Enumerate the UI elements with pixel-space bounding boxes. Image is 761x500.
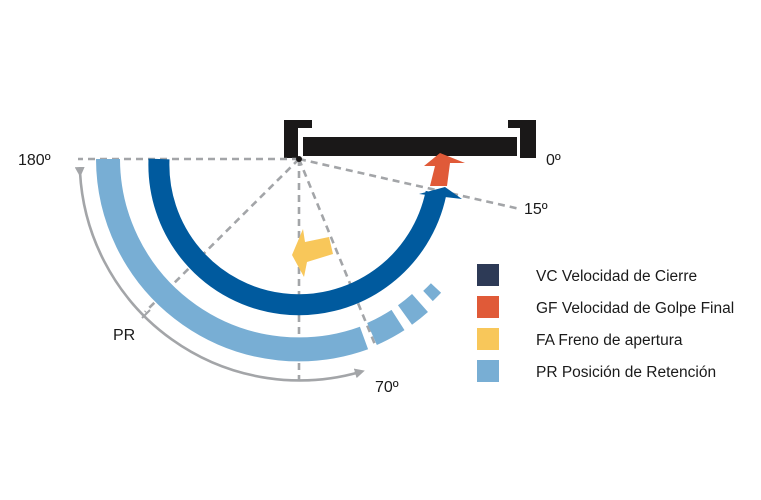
pr-label: PR	[113, 327, 135, 344]
angle-15-label: 15º	[524, 201, 548, 218]
pr-tick	[141, 309, 151, 319]
vc-arrowhead-icon	[419, 187, 462, 199]
angle-180-label: 180º	[18, 152, 51, 169]
pivot-point	[296, 156, 302, 162]
door-frame	[284, 120, 536, 158]
legend-label-pr: PR Posición de Retención	[536, 364, 716, 381]
legend-swatch-pr	[477, 360, 499, 382]
legend-label-gf: GF Velocidad de Golpe Final	[536, 300, 734, 317]
legend-swatch-fa	[477, 328, 499, 350]
pr-span-arrow	[74, 166, 365, 382]
legend-swatch-vc	[477, 264, 499, 286]
gf-arrow-icon	[424, 153, 465, 186]
legend: VC Velocidad de Cierre GF Velocidad de G…	[477, 264, 734, 382]
angle-70-label: 70º	[375, 379, 399, 396]
legend-swatch-gf	[477, 296, 499, 318]
legend-label-fa: FA Freno de apertura	[536, 332, 683, 349]
door-leaf	[303, 137, 517, 156]
angle-0-label: 0º	[546, 152, 561, 169]
pr-hold-dashes	[366, 283, 442, 345]
legend-label-vc: VC Velocidad de Cierre	[536, 268, 697, 285]
